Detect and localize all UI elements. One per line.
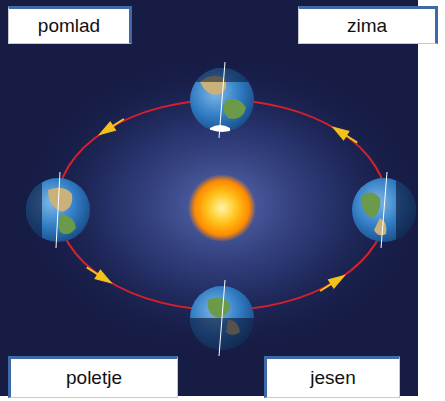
sun-glow — [22, 55, 422, 355]
season-name: poletje — [66, 367, 122, 389]
earth-globe — [22, 172, 90, 248]
earth-globe — [352, 172, 420, 248]
orbit-path — [57, 100, 387, 310]
orbit-arrows — [84, 115, 360, 295]
season-name: jesen — [310, 367, 355, 389]
direction-arrow — [330, 123, 360, 147]
direction-arrow — [97, 115, 127, 139]
season-label-box: pomlad — [8, 6, 132, 44]
direction-arrow — [317, 271, 347, 295]
season-name: pomlad — [38, 15, 100, 37]
earth-globe — [188, 62, 258, 138]
season-label-box: poletje — [8, 356, 178, 398]
sun — [188, 174, 256, 242]
season-label-box: jesen — [264, 356, 400, 398]
season-name: zima — [347, 15, 387, 37]
direction-arrow — [84, 263, 114, 287]
season-label-box: zima — [298, 6, 438, 44]
earth-globe — [188, 280, 258, 356]
